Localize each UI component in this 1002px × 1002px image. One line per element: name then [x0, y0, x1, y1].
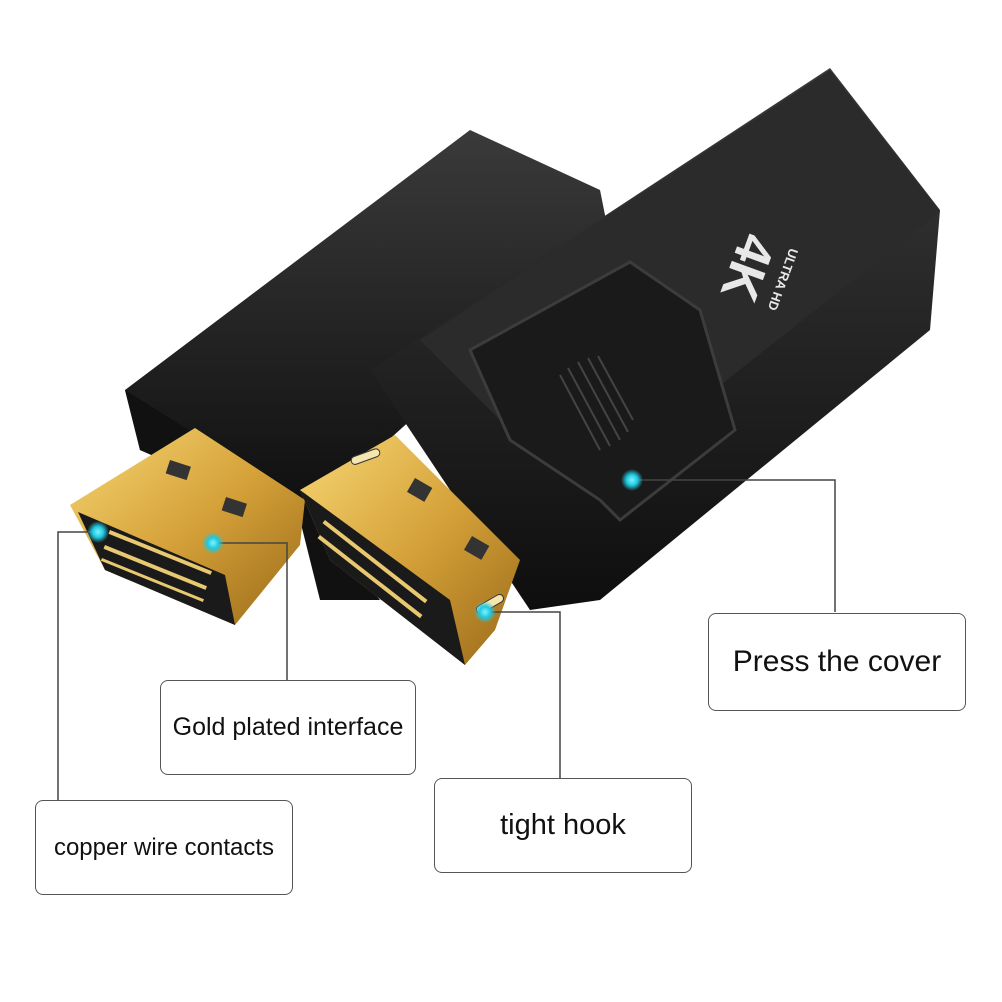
right-gold-plug — [300, 435, 520, 665]
marker-icon — [87, 521, 109, 543]
callout-copper-contacts: copper wire contacts — [35, 800, 293, 895]
callout-text: Press the cover — [732, 645, 942, 678]
marker-icon — [474, 601, 496, 623]
press-cover-button — [468, 260, 737, 522]
callout-press-cover: Press the cover — [708, 613, 966, 711]
callout-text: tight hook — [500, 809, 626, 841]
callout-tight-hook: tight hook — [434, 778, 692, 873]
callout-markers — [87, 469, 643, 623]
marker-icon — [202, 532, 224, 554]
callout-text: copper wire contacts — [53, 833, 275, 861]
left-gold-plug — [70, 428, 305, 625]
leader-lines — [57, 479, 836, 800]
front-adapter: 4K ULTRA HD — [370, 68, 940, 610]
grille — [559, 355, 634, 451]
callout-text: Gold plated interface — [172, 713, 404, 741]
marker-icon — [621, 469, 643, 491]
callout-gold-plated: Gold plated interface — [160, 680, 416, 775]
